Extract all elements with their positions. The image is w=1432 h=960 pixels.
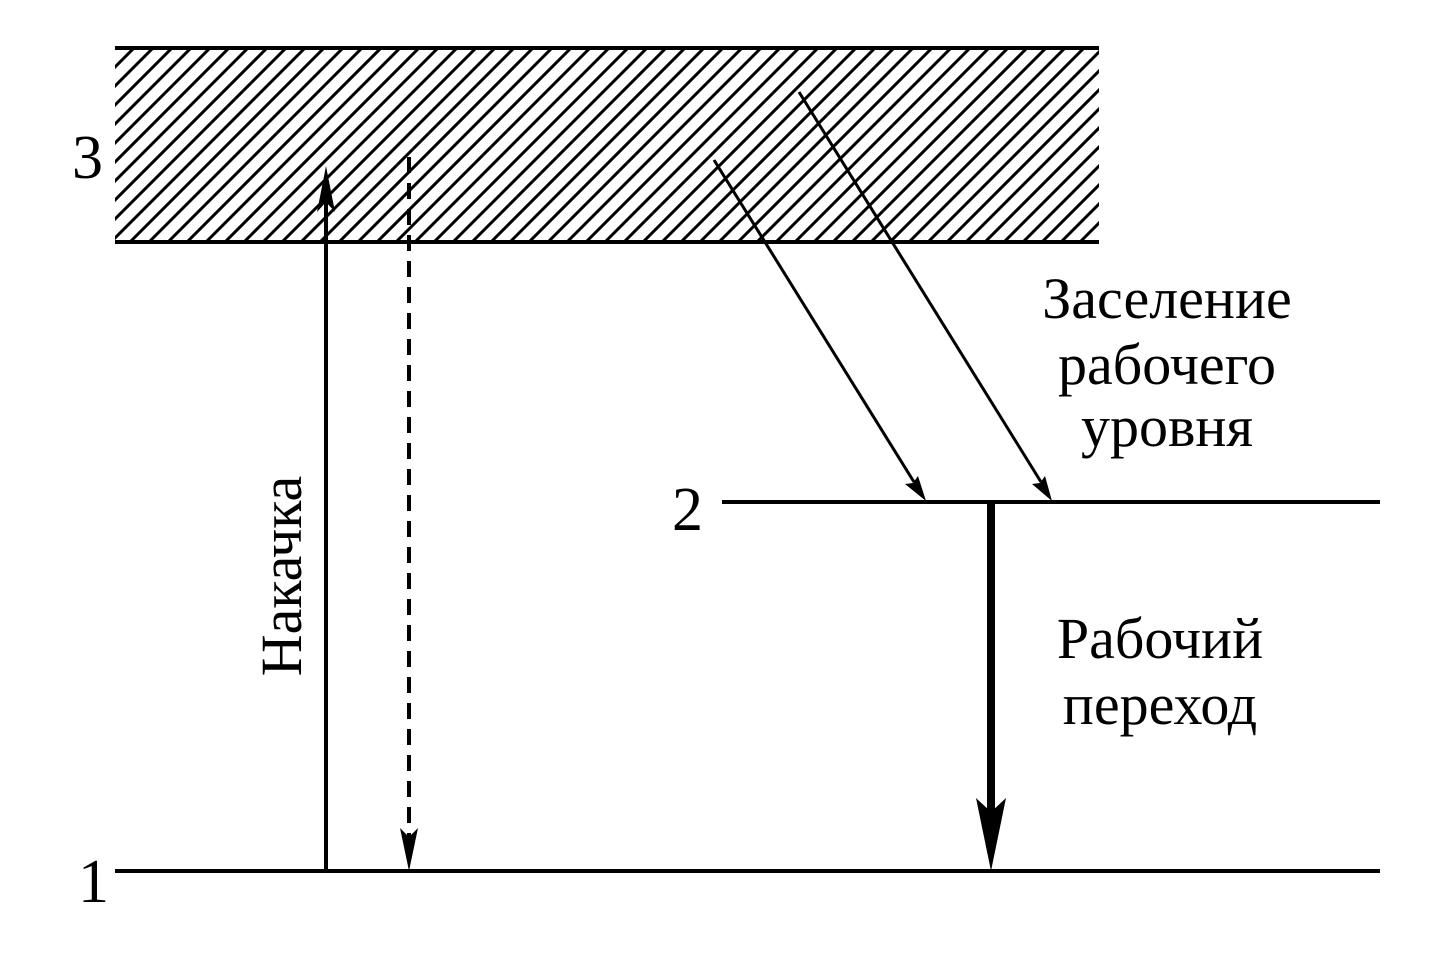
hatch-line bbox=[1118, 48, 1312, 242]
hatch-line bbox=[869, 48, 1067, 242]
hatch-line bbox=[964, 106, 1099, 242]
population-arrow-right bbox=[797, 91, 1052, 501]
hatch-line bbox=[185, 48, 383, 242]
hatch-line bbox=[242, 48, 440, 242]
hatch-line bbox=[584, 48, 782, 242]
hatch-line bbox=[1002, 144, 1099, 242]
hatch-line bbox=[115, 48, 269, 203]
working-transition-arrow bbox=[976, 502, 1006, 871]
hatch-line bbox=[1040, 182, 1099, 242]
hatch-line bbox=[204, 48, 402, 242]
hatch-line bbox=[698, 48, 896, 242]
population-label-line-2: рабочего bbox=[1058, 332, 1276, 397]
hatch-line bbox=[850, 48, 1048, 242]
population-label-line-3: уровня bbox=[1081, 394, 1253, 459]
hatch-line bbox=[318, 48, 516, 242]
hatch-line bbox=[641, 48, 839, 242]
pump-label: Накачка bbox=[249, 476, 314, 677]
hatch-line bbox=[736, 48, 934, 242]
hatch-line bbox=[1097, 239, 1099, 242]
hatch-line bbox=[413, 48, 611, 242]
hatch-line bbox=[115, 48, 136, 70]
hatch-line bbox=[546, 48, 744, 242]
hatch-line bbox=[115, 48, 212, 146]
hatch-line bbox=[508, 48, 706, 242]
band-hatching bbox=[115, 48, 1312, 242]
transition-label-line-2: переход bbox=[1063, 672, 1257, 737]
level-3-label: 3 bbox=[72, 124, 103, 192]
hatch-line bbox=[147, 48, 345, 242]
hatch-line bbox=[432, 48, 630, 242]
hatch-line bbox=[603, 48, 801, 242]
hatch-line bbox=[774, 48, 972, 242]
dashed-relaxation-arrow bbox=[400, 157, 418, 871]
pump-arrow bbox=[317, 166, 335, 871]
hatch-line bbox=[223, 48, 421, 242]
hatch-line bbox=[983, 125, 1099, 242]
hatch-line bbox=[907, 49, 1099, 242]
hatch-line bbox=[375, 48, 573, 242]
hatch-line bbox=[527, 48, 725, 242]
hatch-line bbox=[755, 48, 953, 242]
hatch-line bbox=[470, 48, 668, 242]
hatch-line bbox=[945, 87, 1099, 242]
population-arrow-left bbox=[712, 159, 926, 501]
hatch-line bbox=[622, 48, 820, 242]
hatch-line bbox=[565, 48, 763, 242]
hatch-line bbox=[337, 48, 535, 242]
hatch-line bbox=[1059, 201, 1099, 242]
hatch-line bbox=[261, 48, 459, 242]
hatch-line bbox=[299, 48, 497, 242]
level-3-band bbox=[115, 46, 1312, 244]
hatch-line bbox=[717, 48, 915, 242]
hatch-line bbox=[115, 48, 174, 108]
hatch-line bbox=[451, 48, 649, 242]
hatch-line bbox=[115, 48, 288, 222]
hatch-line bbox=[888, 48, 1086, 242]
hatch-line bbox=[394, 48, 592, 242]
transition-label-line-1: Рабочий bbox=[1057, 606, 1263, 671]
population-label-line-1: Заселение bbox=[1042, 266, 1292, 331]
hatch-line bbox=[280, 48, 478, 242]
hatch-line bbox=[115, 48, 155, 89]
hatch-line bbox=[489, 48, 687, 242]
hatch-line bbox=[166, 48, 364, 242]
hatch-line bbox=[793, 48, 991, 242]
hatch-line bbox=[812, 48, 1010, 242]
hatch-line bbox=[115, 48, 193, 127]
hatch-line bbox=[128, 48, 326, 242]
hatch-line bbox=[1021, 163, 1099, 242]
hatch-line bbox=[1078, 220, 1099, 242]
level-2-label: 2 bbox=[672, 476, 703, 544]
hatch-line bbox=[115, 48, 250, 184]
level-1-label: 1 bbox=[78, 848, 109, 916]
hatch-line bbox=[926, 68, 1099, 242]
hatch-line bbox=[831, 48, 1029, 242]
hatch-line bbox=[115, 48, 231, 165]
hatch-line bbox=[679, 48, 877, 242]
hatch-line bbox=[660, 48, 858, 242]
hatch-line bbox=[356, 48, 554, 242]
hatch-line bbox=[115, 48, 307, 241]
